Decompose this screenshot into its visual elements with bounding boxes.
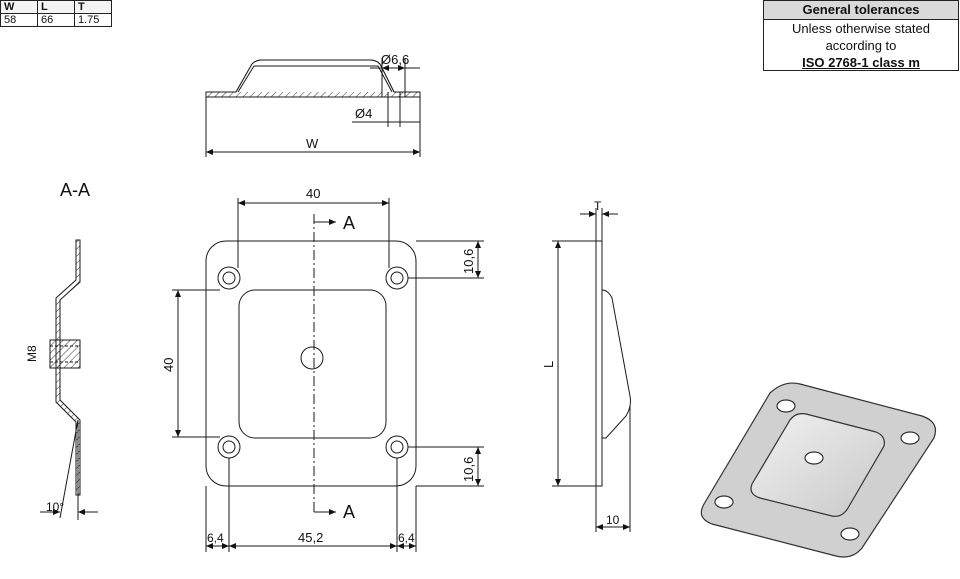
side-view (205, 58, 421, 157)
plate-outline (205, 240, 417, 487)
iso-center-hole (804, 451, 824, 465)
edge-offset-top-label: 10,6 (461, 249, 476, 274)
thread-boss (49, 339, 81, 369)
profile-view (552, 208, 631, 532)
right-offset-label: 6,4 (398, 531, 415, 545)
edge-offset-bottom-label: 10,6 (461, 457, 476, 482)
dim-value-w: 58 (0, 13, 38, 27)
height-label: 10 (606, 513, 620, 527)
section-marker-bottom: A (343, 502, 355, 522)
profile-bulge (601, 289, 631, 439)
base-span-label: 45,2 (298, 530, 323, 545)
angle-label: 10° (46, 500, 64, 514)
iso-hole-right (900, 431, 920, 445)
thickness-label: T (594, 199, 602, 213)
dim-value-t: 1.75 (74, 13, 112, 27)
section-title: A-A (60, 180, 90, 200)
dim-header-w: W (0, 0, 38, 14)
tolerance-title: General tolerances (764, 1, 958, 20)
iso-hole-left (714, 495, 734, 509)
thread-label: M8 (25, 345, 39, 362)
tolerance-box: General tolerances Unless otherwise stat… (763, 0, 959, 71)
corner-hole-tl (217, 266, 241, 290)
corner-hole-tr (385, 266, 409, 290)
outer-hole-diameter-label: Ø6,6 (381, 52, 409, 67)
length-label: L (541, 361, 556, 368)
center-hole (300, 346, 324, 370)
front-view (172, 198, 484, 552)
left-offset-label: 6,4 (207, 531, 224, 545)
dim-header-l: L (37, 0, 75, 14)
corner-hole-bl (217, 435, 241, 459)
dimension-table: W L T 58 66 1.75 (0, 0, 112, 27)
iso-well (750, 413, 885, 517)
tolerance-standard: ISO 2768-1 class m (802, 55, 920, 70)
hole-spacing-vertical-label: 40 (161, 358, 176, 372)
isometric-view (700, 382, 937, 558)
section-marker-top: A (343, 213, 355, 233)
hole-spacing-horizontal-label: 40 (306, 186, 320, 201)
center-well (238, 289, 387, 439)
profile-plate (595, 240, 603, 487)
section-view (40, 239, 98, 520)
inner-hole-diameter-label: Ø4 (355, 106, 372, 121)
iso-hole-bottom (840, 527, 860, 541)
corner-hole-br (385, 435, 409, 459)
tolerance-line-2: according to (825, 38, 897, 53)
tolerance-line-1: Unless otherwise stated (791, 21, 930, 36)
iso-hole-top (776, 399, 796, 413)
width-label: W (306, 136, 319, 151)
